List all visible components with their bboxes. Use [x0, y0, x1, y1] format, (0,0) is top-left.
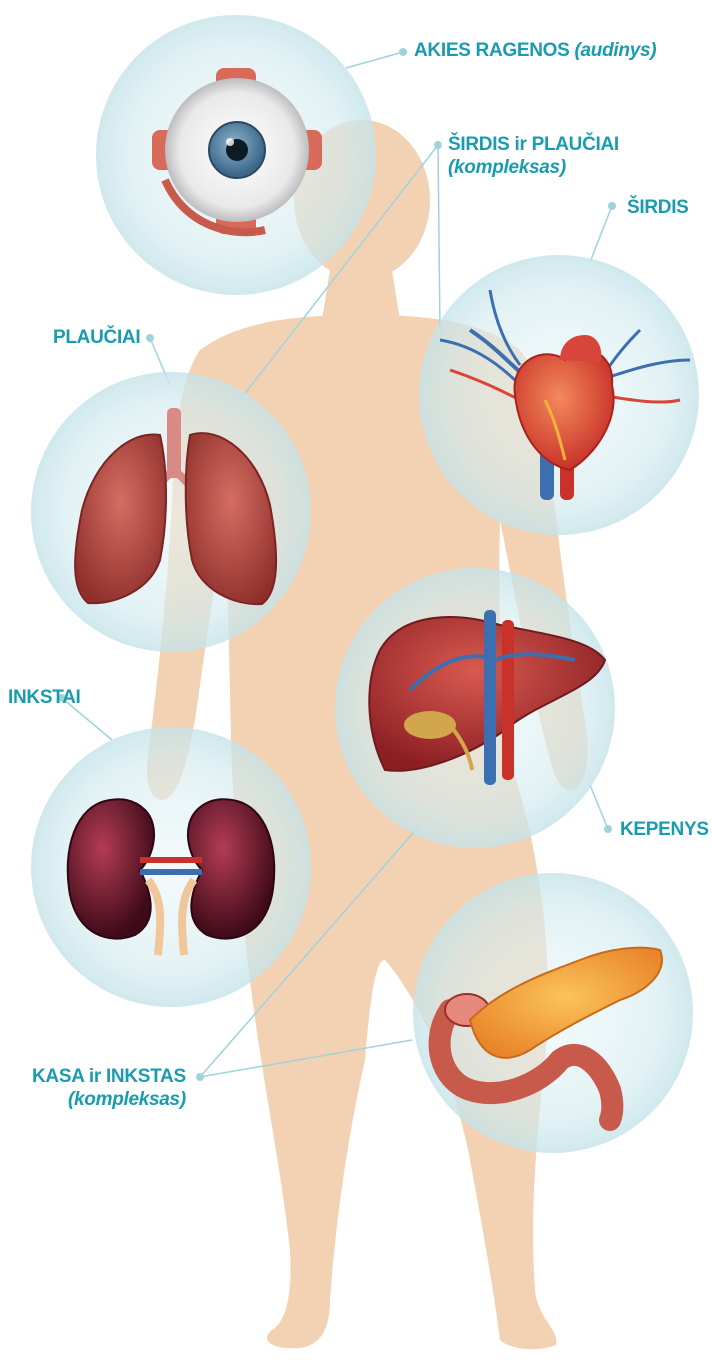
pancreas-kidney-label-main: KASA ir INKSTAS	[32, 1066, 186, 1087]
cornea-label-main: AKIES RAGENOS	[414, 40, 570, 61]
pancreas-kidney-label: KASA ir INKSTAS (kompleksas)	[23, 1065, 186, 1111]
heart-lung-label-main: ŠIRDIS ir PLAUČIAI	[448, 134, 619, 155]
pancreas-kidney-label-sub: (kompleksas)	[23, 1088, 186, 1111]
kidneys-label-main: INKSTAI	[8, 687, 81, 708]
lungs-label-main: PLAUČIAI	[53, 327, 140, 348]
cornea-label: AKIES RAGENOS (audinys)	[414, 39, 656, 62]
heart-lung-label-sub: (kompleksas)	[448, 156, 619, 179]
cornea-label-sub: (audinys)	[575, 40, 657, 61]
heart-lung-label: ŠIRDIS ir PLAUČIAI (kompleksas)	[448, 133, 619, 179]
liver-label: KEPENYS	[620, 818, 709, 841]
lungs-label: PLAUČIAI	[53, 326, 140, 349]
kidneys-label: INKSTAI	[8, 686, 81, 709]
liver-label-main: KEPENYS	[620, 819, 709, 840]
heart-label: ŠIRDIS	[627, 196, 689, 219]
heart-label-main: ŠIRDIS	[627, 197, 689, 218]
